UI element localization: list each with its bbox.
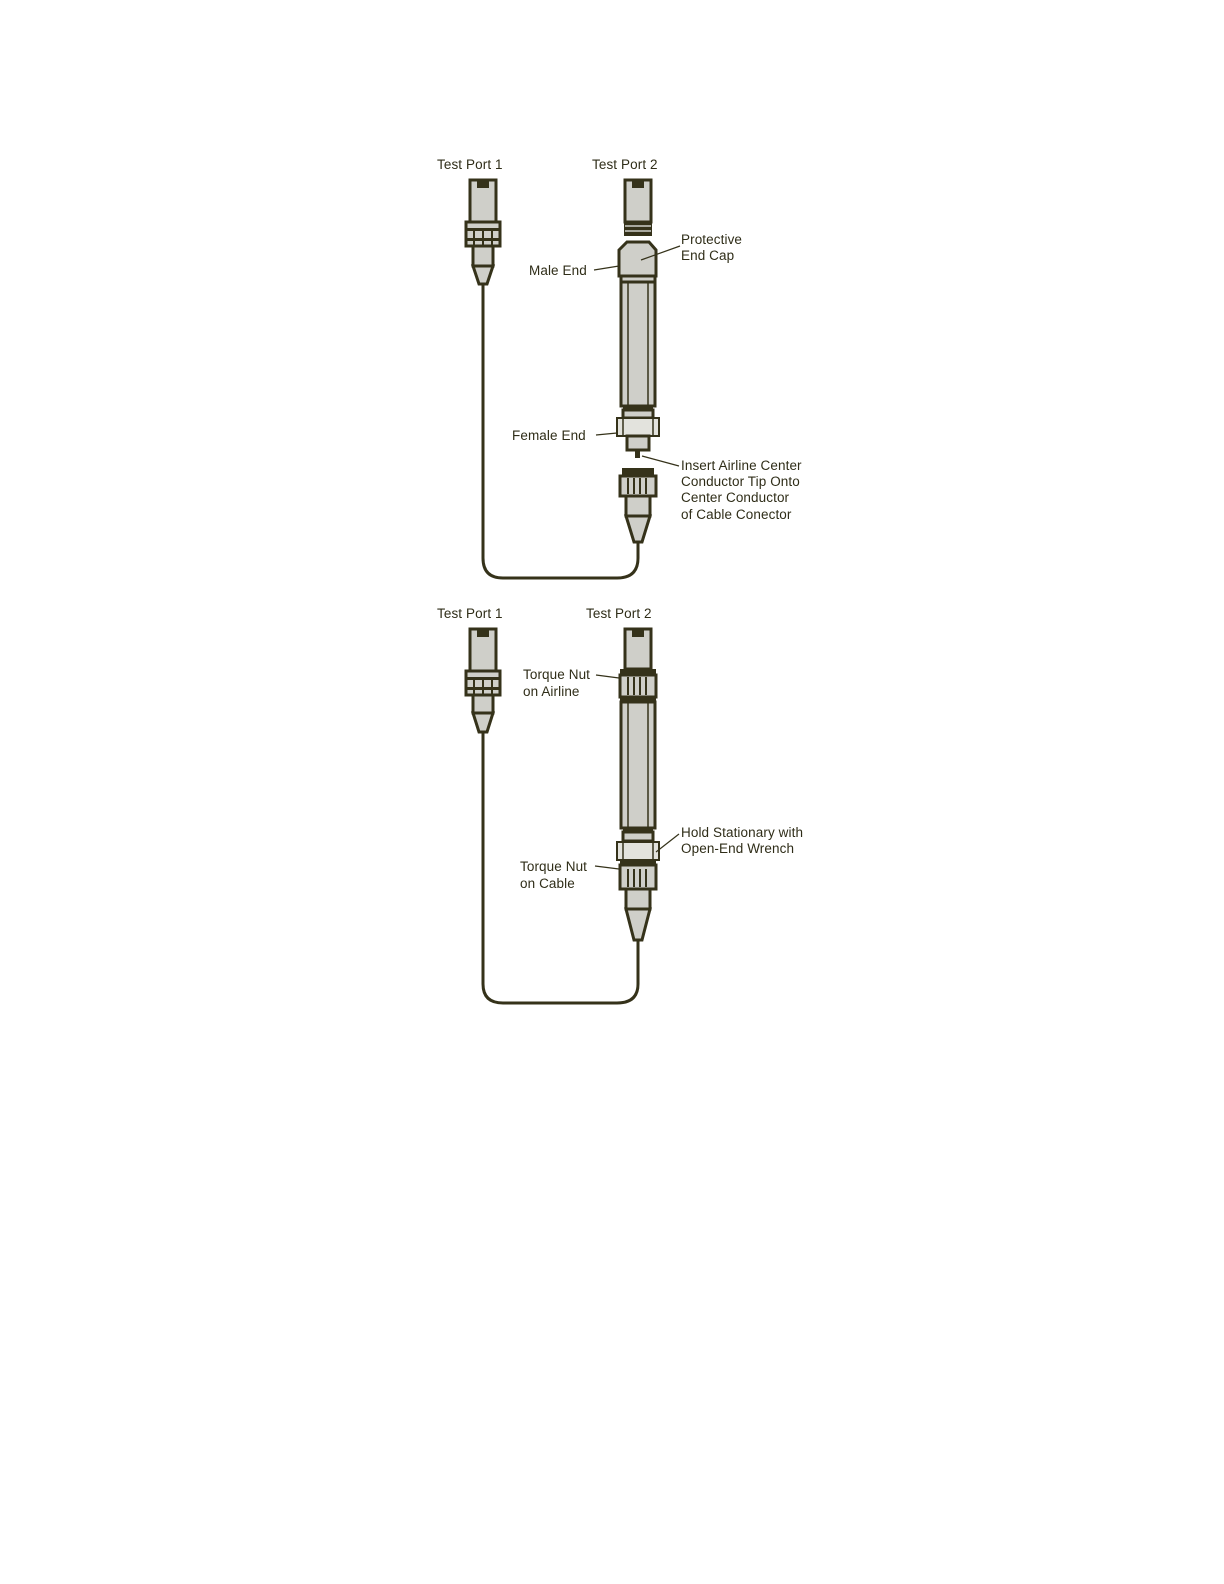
male-end-leader bbox=[594, 266, 619, 270]
test-port-1-connector-2 bbox=[466, 629, 500, 732]
airline-body bbox=[617, 276, 659, 458]
protective-end-cap-label-line2: End Cap bbox=[681, 248, 734, 263]
torque-nut-cable-label-line2: on Cable bbox=[520, 876, 575, 891]
insert-instruction-line2: Conductor Tip Onto bbox=[681, 474, 800, 489]
male-end-label: Male End bbox=[529, 263, 587, 278]
top-setup: Test Port 1 Test Port 2 Protective End C… bbox=[437, 157, 802, 578]
test-port-2-connector bbox=[624, 180, 652, 236]
insert-instruction-leader bbox=[642, 456, 679, 466]
hold-stationary-label-line2: Open-End Wrench bbox=[681, 841, 794, 856]
torque-nut-cable-leader bbox=[595, 866, 619, 869]
protective-end-cap bbox=[619, 242, 656, 276]
hold-stationary-label-line1: Hold Stationary with bbox=[681, 825, 803, 840]
cable-connector bbox=[620, 468, 656, 542]
test-port-2-label: Test Port 2 bbox=[592, 157, 658, 172]
female-end-leader bbox=[596, 433, 617, 435]
test-port-1-connector bbox=[466, 180, 500, 284]
torque-nut-cable-label-line1: Torque Nut bbox=[520, 859, 587, 874]
bottom-setup: Test Port 1 Test Port 2 Torque Nut on Ai… bbox=[437, 606, 803, 1003]
torque-nut-airline-label-line2: on Airline bbox=[523, 684, 580, 699]
insert-instruction-line4: of Cable Conector bbox=[681, 507, 792, 522]
torque-nut-airline bbox=[620, 675, 656, 702]
protective-end-cap-label-line1: Protective bbox=[681, 232, 742, 247]
wrench-flat bbox=[617, 842, 659, 865]
torque-nut-airline-leader bbox=[596, 675, 619, 678]
female-end-label: Female End bbox=[512, 428, 586, 443]
test-port-1-label: Test Port 1 bbox=[437, 157, 503, 172]
insert-instruction-line3: Center Conductor bbox=[681, 490, 790, 505]
torque-nut-airline-label-line1: Torque Nut bbox=[523, 667, 590, 682]
test-port-2-connector-2 bbox=[620, 629, 656, 675]
airline-body-2 bbox=[621, 702, 655, 841]
test-port-1-label-2: Test Port 1 bbox=[437, 606, 503, 621]
insert-instruction-line1: Insert Airline Center bbox=[681, 458, 802, 473]
torque-nut-cable bbox=[620, 865, 656, 940]
test-port-2-label-2: Test Port 2 bbox=[586, 606, 652, 621]
